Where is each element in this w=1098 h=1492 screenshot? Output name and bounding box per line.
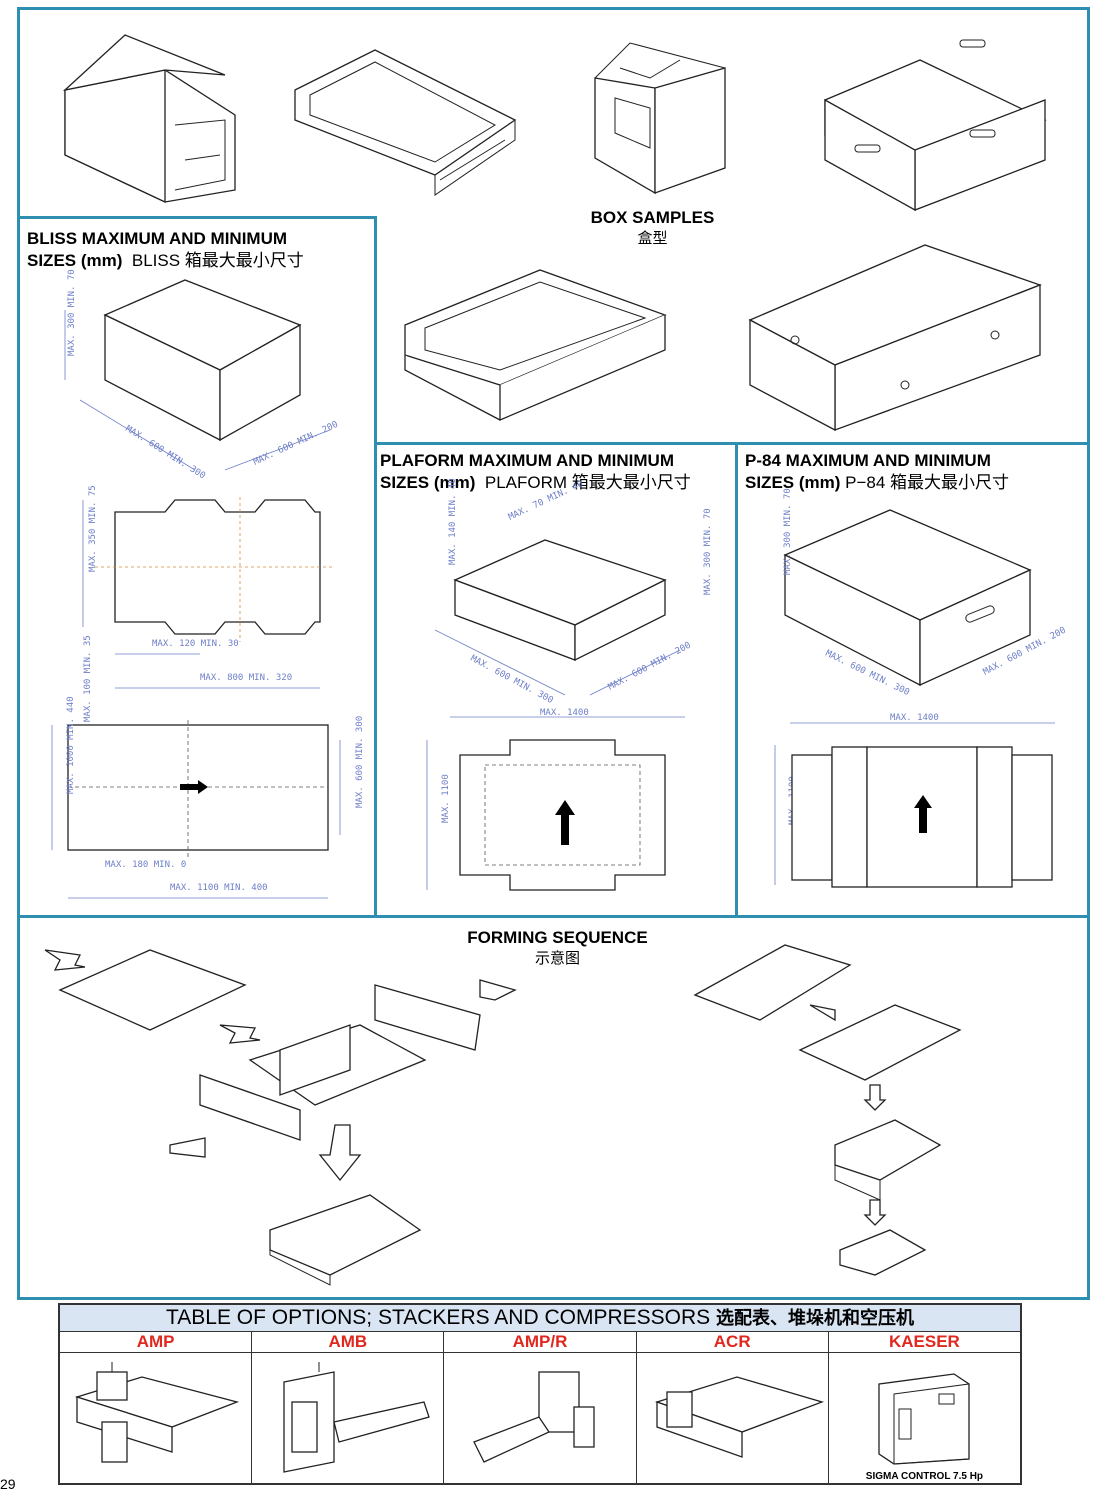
option-column-amp: AMP	[60, 1332, 253, 1484]
svg-text:MAX. 120 MIN. 30: MAX. 120 MIN. 30	[152, 639, 239, 649]
svg-text:MAX. 300 MIN. 70: MAX. 300 MIN. 70	[67, 269, 77, 356]
svg-text:MAX. 600 MIN. 200: MAX. 600 MIN. 200	[252, 420, 340, 468]
box-sample-large-crate	[748, 244, 1042, 432]
svg-text:MAX. 1100: MAX. 1100	[441, 774, 451, 823]
svg-text:MAX. 100 MIN. 35: MAX. 100 MIN. 35	[83, 635, 93, 722]
option-name-amb: AMB	[252, 1332, 444, 1353]
plaform-title: PLAFORM MAXIMUM AND MINIMUM SIZES (mm) P…	[380, 451, 691, 492]
amb-machine-illustration	[283, 1362, 431, 1473]
svg-text:MAX. 1000 MIN. 440: MAX. 1000 MIN. 440	[66, 696, 76, 794]
box-sample-vented-crate	[824, 39, 1047, 212]
divider-forming-top	[17, 915, 1090, 918]
divider-platform-top	[374, 442, 1090, 445]
forming-sequence-left	[44, 949, 517, 1286]
bliss-blank-drawing: MAX. 350 MIN. 75 MAX. 120 MIN. 30 MAX. 8…	[82, 485, 335, 689]
box-sample-tall-box	[594, 42, 726, 195]
option-name-amp: AMP	[60, 1332, 252, 1353]
p84-title: P-84 MAXIMUM AND MINIMUM SIZES (mm) P−84…	[745, 451, 1010, 492]
plaform-box-drawing: MAX. 70 MIN. 40 MAX. 140 MIN. 40 MAX. 30…	[434, 478, 713, 706]
svg-text:MAX. 300 MIN. 70: MAX. 300 MIN. 70	[783, 488, 793, 575]
svg-text:MAX. 600 MIN. 300: MAX. 600 MIN. 300	[123, 424, 206, 481]
box-sample-open-tray	[294, 49, 517, 196]
forming-sequence-title: FORMING SEQUENCE 示意图	[467, 928, 648, 967]
svg-text:MAX. 1400: MAX. 1400	[540, 708, 589, 718]
plaform-sheet-drawing: MAX. 1400 MAX. 1100	[426, 708, 685, 891]
amp-machine-illustration	[74, 1362, 240, 1463]
svg-text:MAX. 140 MIN. 40: MAX. 140 MIN. 40	[448, 478, 458, 565]
options-table: TABLE OF OPTIONS; STACKERS AND COMPRESSO…	[58, 1303, 1022, 1485]
svg-text:MAX. 1400: MAX. 1400	[890, 713, 939, 723]
page-number: 29	[0, 1476, 16, 1492]
bliss-title: BLISS MAXIMUM AND MINIMUM SIZES (mm) BLI…	[27, 229, 304, 270]
kaeser-compressor-illustration	[878, 1373, 970, 1465]
forming-sequence-right	[693, 944, 962, 1276]
option-column-amb: AMB	[252, 1332, 445, 1484]
option-column-acr: ACR	[636, 1332, 829, 1484]
bliss-sheet-drawing: MAX. 1000 MIN. 440 MAX. 600 MIN. 300 MAX…	[51, 635, 365, 899]
p84-sheet-drawing: MAX. 1400 MAX. 1100	[774, 713, 1055, 888]
box-sample-shallow-tray	[404, 269, 667, 421]
svg-text:MAX. 800 MIN. 320: MAX. 800 MIN. 320	[200, 673, 292, 683]
option-name-kaeser: KAESER	[828, 1332, 1021, 1353]
options-table-header: TABLE OF OPTIONS; STACKERS AND COMPRESSO…	[60, 1305, 1020, 1332]
option-column-ampr: AMP/R	[444, 1332, 637, 1484]
svg-text:MAX. 600 MIN. 300: MAX. 600 MIN. 300	[355, 716, 365, 808]
option-name-ampr: AMP/R	[444, 1332, 636, 1353]
svg-text:MAX. 600 MIN. 300: MAX. 600 MIN. 300	[469, 654, 555, 706]
svg-text:MAX. 300 MIN. 70: MAX. 300 MIN. 70	[703, 508, 713, 595]
box-samples-title: BOX SAMPLES 盒型	[590, 208, 715, 247]
svg-text:MAX. 1100 MIN. 400: MAX. 1100 MIN. 400	[170, 883, 268, 893]
svg-text:MAX. 350 MIN. 75: MAX. 350 MIN. 75	[88, 485, 98, 572]
acr-machine-illustration	[654, 1376, 824, 1458]
svg-text:MAX. 180 MIN. 0: MAX. 180 MIN. 0	[105, 860, 186, 870]
ampr-machine-illustration	[473, 1371, 596, 1463]
kaeser-caption: SIGMA CONTROL 7.5 Hp	[865, 1471, 984, 1482]
option-name-acr: ACR	[636, 1332, 828, 1353]
svg-text:MAX. 600 MIN. 200: MAX. 600 MIN. 200	[607, 641, 693, 693]
divider-platform-p84	[735, 442, 738, 918]
box-sample-tray-lid	[62, 34, 236, 204]
p84-box-drawing: MAX. 300 MIN. 70 MAX. 600 MIN. 300 MAX. …	[783, 488, 1068, 698]
bliss-box-drawing: MAX. 300 MIN. 70 MAX. 600 MIN. 300 MAX. …	[64, 269, 340, 481]
option-column-kaeser: KAESER SIGMA CONTROL 7.5 Hp	[828, 1332, 1021, 1484]
